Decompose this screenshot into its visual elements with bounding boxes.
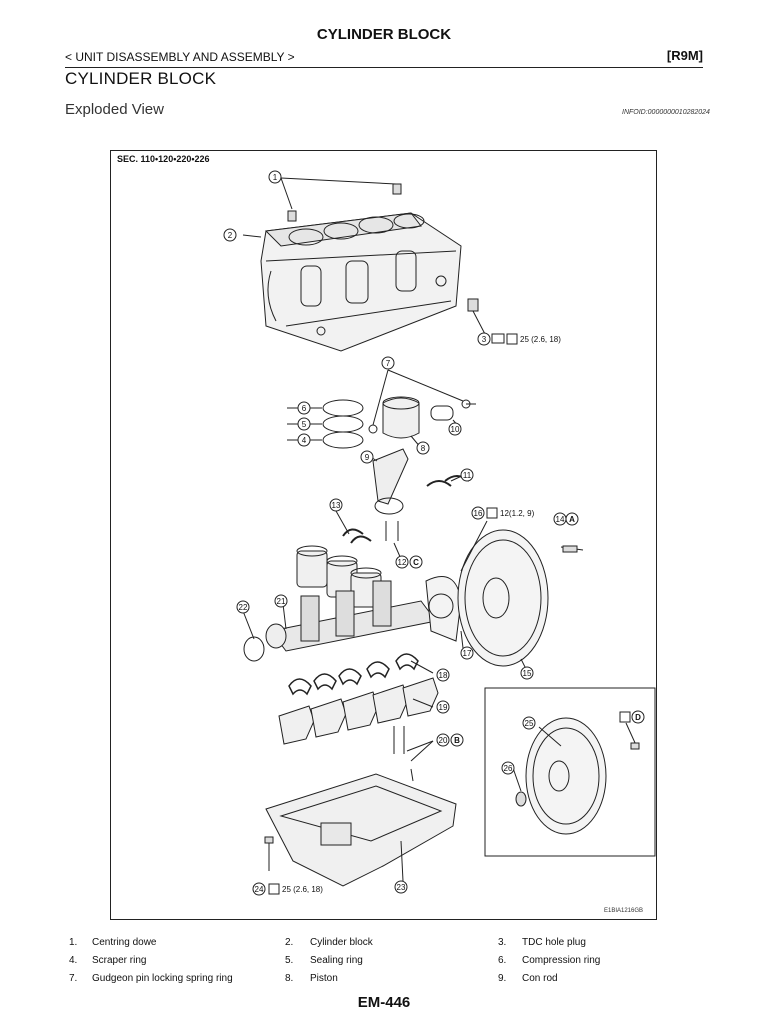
callout-19: 19 xyxy=(436,700,450,714)
torque-spec-16: 12(1.2, 9) xyxy=(500,509,535,518)
callout-9: 9 xyxy=(360,450,374,464)
torque-spec-3: 25 (2.6, 18) xyxy=(520,335,561,344)
marker-a: A xyxy=(565,512,579,526)
svg-text:6: 6 xyxy=(302,404,307,413)
legend-number: 6. xyxy=(498,955,507,966)
legend-number: 9. xyxy=(498,973,507,984)
info-id: INFOID:0000000010282024 xyxy=(622,109,710,116)
legend-label: Sealing ring xyxy=(310,955,363,966)
svg-text:23: 23 xyxy=(397,883,406,892)
svg-text:17: 17 xyxy=(463,649,472,658)
svg-text:11: 11 xyxy=(463,471,472,480)
section-header: < UNIT DISASSEMBLY AND ASSEMBLY > [R9M] xyxy=(65,47,703,68)
legend-number: 7. xyxy=(69,973,78,984)
svg-text:20: 20 xyxy=(439,736,448,745)
callout-13: 13 xyxy=(329,498,343,512)
svg-text:24: 24 xyxy=(255,885,264,894)
legend-number: 5. xyxy=(285,955,294,966)
callout-20: 20 xyxy=(436,733,450,747)
svg-text:12: 12 xyxy=(398,558,407,567)
legend-number: 4. xyxy=(69,955,78,966)
callout-2: 2 xyxy=(223,228,237,242)
callout-8: 8 xyxy=(416,441,430,455)
legend-number: 3. xyxy=(498,937,507,948)
callout-25: 25 xyxy=(522,716,536,730)
callout-21: 21 xyxy=(274,594,288,608)
svg-text:3: 3 xyxy=(482,335,487,344)
legend-number: 8. xyxy=(285,973,294,984)
legend-label: Con rod xyxy=(522,973,558,984)
callout-7: 7 xyxy=(381,356,395,370)
callout-26: 26 xyxy=(501,761,515,775)
svg-text:14: 14 xyxy=(556,515,565,524)
svg-text:26: 26 xyxy=(504,764,513,773)
svg-text:9: 9 xyxy=(365,453,370,462)
callout-22: 22 xyxy=(236,600,250,614)
svg-text:D: D xyxy=(635,713,641,722)
svg-text:7: 7 xyxy=(386,359,391,368)
engine-code: [R9M] xyxy=(666,48,703,63)
callout-16: 16 xyxy=(471,506,485,520)
torque-wrench-icon xyxy=(619,711,631,723)
svg-text:8: 8 xyxy=(421,444,426,453)
svg-text:25: 25 xyxy=(525,719,534,728)
subsection-label: < UNIT DISASSEMBLY AND ASSEMBLY > xyxy=(65,50,295,64)
marker-d: D xyxy=(631,710,645,724)
svg-text:21: 21 xyxy=(277,597,286,606)
callout-3: 3 xyxy=(477,332,491,346)
callout-5: 5 xyxy=(297,417,311,431)
torque-wrench-icon xyxy=(486,507,498,519)
svg-text:18: 18 xyxy=(439,671,448,680)
torque-spec-24: 25 (2.6, 18) xyxy=(282,885,323,894)
callout-11: 11 xyxy=(460,468,474,482)
svg-text:10: 10 xyxy=(451,425,460,434)
svg-text:22: 22 xyxy=(239,603,248,612)
svg-text:15: 15 xyxy=(523,669,532,678)
legend-label: Scraper ring xyxy=(92,955,147,966)
svg-text:B: B xyxy=(454,736,460,745)
callout-6: 6 xyxy=(297,401,311,415)
svg-text:1: 1 xyxy=(273,173,278,182)
svg-text:2: 2 xyxy=(228,231,233,240)
page-title: CYLINDER BLOCK xyxy=(316,26,452,43)
legend-label: Centring dowe xyxy=(92,937,157,948)
legend-label: Piston xyxy=(310,973,338,984)
svg-text:13: 13 xyxy=(332,501,341,510)
callout-17: 17 xyxy=(460,646,474,660)
svg-text:C: C xyxy=(413,558,419,567)
callout-18: 18 xyxy=(436,668,450,682)
callout-10: 10 xyxy=(448,422,462,436)
callout-23: 23 xyxy=(394,880,408,894)
callout-4: 4 xyxy=(297,433,311,447)
cylinder-block-drawing xyxy=(260,212,462,352)
legend-label: TDC hole plug xyxy=(522,937,586,948)
marker-c: C xyxy=(409,555,423,569)
callout-24: 24 xyxy=(252,882,266,896)
svg-text:16: 16 xyxy=(474,509,483,518)
legend-number: 1. xyxy=(69,937,78,948)
section-reference: SEC. 110•120•220•226 xyxy=(117,154,210,164)
exploded-view-drawing: 1 2 3 7 6 5 4 8 10 9 11 13 16 14 12 22 2… xyxy=(223,170,656,896)
callout-14: 14 xyxy=(553,512,567,526)
exploded-view-figure: 1 2 3 7 6 5 4 8 10 9 11 13 16 14 12 22 2… xyxy=(110,150,657,920)
legend-label: Compression ring xyxy=(522,955,601,966)
figure-code: E1BIA1216GB xyxy=(604,908,644,914)
svg-text:19: 19 xyxy=(439,703,448,712)
legend-number: 2. xyxy=(285,937,294,948)
section-heading: CYLINDER BLOCK xyxy=(65,69,217,88)
callout-15: 15 xyxy=(520,666,534,680)
svg-text:A: A xyxy=(569,515,575,524)
torque-wrench-icon xyxy=(506,333,518,345)
callout-12: 12 xyxy=(395,555,409,569)
svg-text:4: 4 xyxy=(302,436,307,445)
legend-label: Gudgeon pin locking spring ring xyxy=(92,973,233,984)
legend-label: Cylinder block xyxy=(310,937,373,948)
callout-1: 1 xyxy=(268,170,282,184)
torque-wrench-icon xyxy=(268,883,280,895)
subsection-heading: Exploded View xyxy=(65,101,164,118)
svg-text:5: 5 xyxy=(302,420,307,429)
marker-b: B xyxy=(450,733,464,747)
sealant-icon xyxy=(491,333,505,344)
page-number: EM-446 xyxy=(357,994,411,1011)
